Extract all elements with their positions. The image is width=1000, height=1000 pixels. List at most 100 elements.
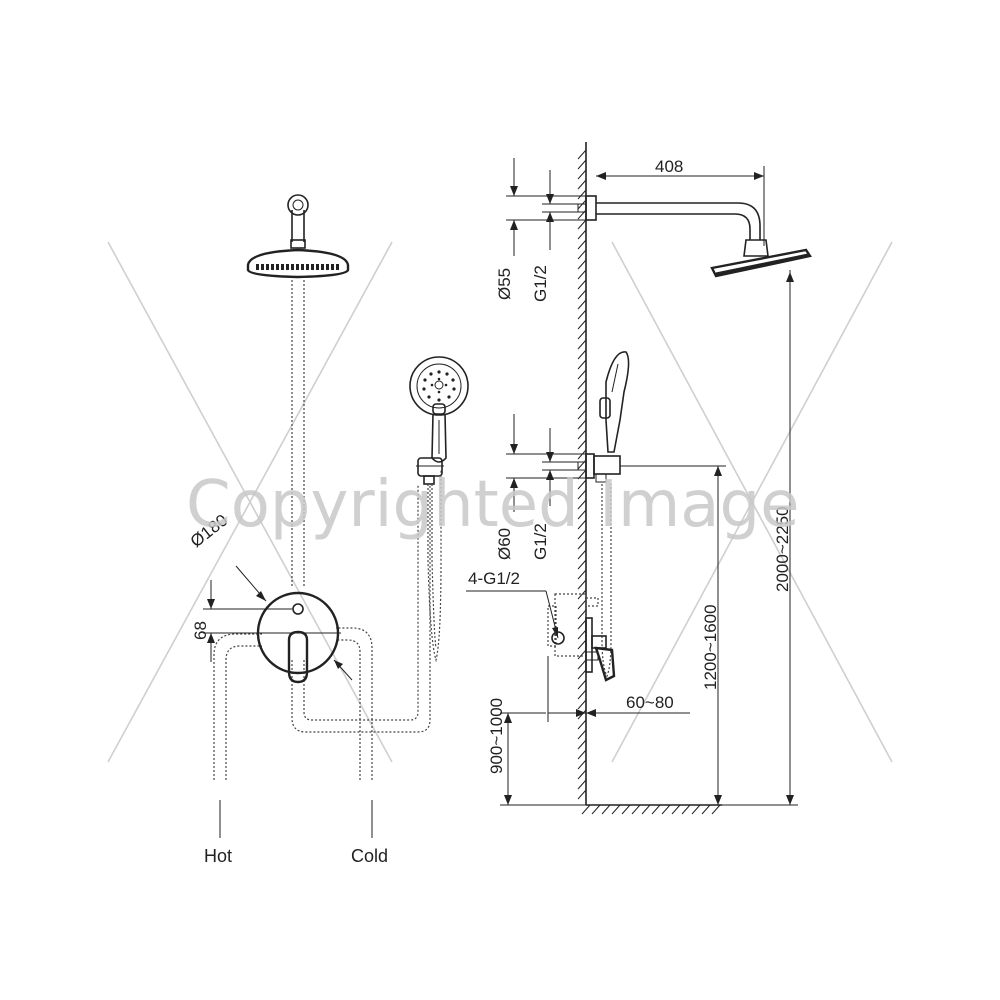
- wall-hatch-line: [577, 389, 587, 400]
- wall-hatch-line: [577, 789, 587, 800]
- dimension-68: [203, 580, 292, 662]
- arm-length-label: 408: [655, 157, 683, 176]
- wall-hatch-line: [577, 179, 587, 190]
- wall-hatch-line: [577, 559, 587, 570]
- dimension-valve-depth: [547, 656, 690, 722]
- floor-hatch-line: [661, 804, 671, 815]
- wall-hatch-line: [577, 429, 587, 440]
- wall-hatch-line: [577, 279, 587, 290]
- wall-hatch-line: [577, 219, 587, 230]
- outlet-height-label: 1200~1600: [701, 604, 720, 690]
- valve-depth-label: 60~80: [626, 693, 674, 712]
- wall-hatch-line: [577, 339, 587, 350]
- wall-hatch-line: [577, 229, 587, 240]
- floor-hatch-line: [581, 804, 591, 815]
- diameter-leader: [235, 565, 353, 681]
- wall-hatch-line: [577, 599, 587, 610]
- wall-hatching: [577, 149, 587, 800]
- wall-hatch-line: [577, 269, 587, 280]
- wall-hatch-line: [577, 579, 587, 590]
- floor-hatching: [581, 804, 721, 815]
- wall-hatch-line: [577, 519, 587, 530]
- wall-hatch-line: [577, 259, 587, 270]
- valve-trim-side: [585, 617, 616, 682]
- hose-side: [601, 484, 612, 678]
- rain-shower-head: [246, 248, 350, 279]
- wall-hatch-line: [577, 189, 587, 200]
- wall-hatch-line: [577, 549, 587, 560]
- dimension-outlet-flange: [506, 414, 586, 512]
- watermark-text: Copyrighted Image: [186, 468, 800, 542]
- head-height-label: 2000~2250: [773, 506, 792, 592]
- ports-leader: [466, 590, 559, 639]
- hot-label: Hot: [204, 846, 232, 866]
- floor-hatch-line: [651, 804, 661, 815]
- wall-hatch-line: [577, 349, 587, 360]
- floor-hatch-line: [681, 804, 691, 815]
- floor-hatch-line: [671, 804, 681, 815]
- hand-shower-holder: [416, 457, 444, 485]
- wall-hatch-line: [577, 309, 587, 320]
- wall-hatch-line: [577, 539, 587, 550]
- wall-hatch-line: [577, 719, 587, 730]
- wall-hatch-line: [577, 509, 587, 520]
- wall-hatch-line: [577, 319, 587, 330]
- rain-shower-head-side: [710, 239, 812, 278]
- wall-hatch-line: [577, 489, 587, 500]
- head-flange-diameter-label: Ø55: [495, 268, 514, 300]
- hand-shower: [409, 356, 469, 463]
- wall-hatch-line: [577, 249, 587, 260]
- wall-hatch-line: [577, 759, 587, 770]
- dimension-408: [596, 166, 765, 246]
- outlet-elbow-side: [577, 453, 621, 483]
- wall-hatch-line: [577, 649, 587, 660]
- watermark-cross-left: [107, 241, 393, 763]
- wall-hatch-line: [577, 159, 587, 170]
- wall-hatch-line: [577, 679, 587, 690]
- wall-hatch-line: [577, 499, 587, 510]
- wall-hatch-line: [577, 729, 587, 740]
- hand-shower-side: [599, 351, 630, 453]
- side-view: 4-G1/2 408 Ø55 G1/2: [466, 142, 812, 815]
- handle-offset-label: 68: [191, 621, 210, 640]
- wall-hatch-line: [577, 699, 587, 710]
- floor-hatch-line: [591, 804, 601, 815]
- floor-hatch-line: [641, 804, 651, 815]
- wall-hatch-line: [577, 619, 587, 630]
- floor-hatch-line: [611, 804, 621, 815]
- wall-hatch-line: [577, 299, 587, 310]
- wall-hatch-line: [577, 639, 587, 650]
- floor: [581, 804, 722, 815]
- wall-hatch-line: [577, 659, 587, 670]
- wall-hatch-line: [577, 479, 587, 490]
- shower-arm-side: [577, 195, 761, 240]
- wall-hatch-line: [577, 689, 587, 700]
- floor-hatch-line: [621, 804, 631, 815]
- wall-hatch-line: [577, 379, 587, 390]
- wall-hatch-line: [577, 239, 587, 250]
- supply-pipes-concealed: [213, 484, 431, 780]
- floor-hatch-line: [711, 804, 721, 815]
- outlet-flange-diameter-label: Ø60: [495, 528, 514, 560]
- wall-hatch-line: [577, 739, 587, 750]
- wall-hatch-line: [577, 589, 587, 600]
- wall-hatch-line: [577, 609, 587, 620]
- shower-hose: [427, 470, 442, 663]
- wall-hatch-line: [577, 209, 587, 220]
- wall-hatch-line: [577, 669, 587, 680]
- floor-hatch-line: [631, 804, 641, 815]
- mixer-valve-plate: [255, 591, 341, 684]
- wall-hatch-line: [577, 419, 587, 430]
- valve-height-label: 900~1000: [487, 698, 506, 774]
- floor-hatch-line: [691, 804, 701, 815]
- floor-hatch-line: [701, 804, 711, 815]
- wall-hatch-line: [577, 149, 587, 160]
- wall-hatch-line: [577, 769, 587, 780]
- wall-hatch-line: [577, 399, 587, 410]
- floor-hatch-line: [601, 804, 611, 815]
- wall-hatch-line: [577, 369, 587, 380]
- wall-hatch-line: [577, 569, 587, 580]
- dimension-head-height: [722, 270, 798, 806]
- dimension-outlet-height: [620, 465, 726, 805]
